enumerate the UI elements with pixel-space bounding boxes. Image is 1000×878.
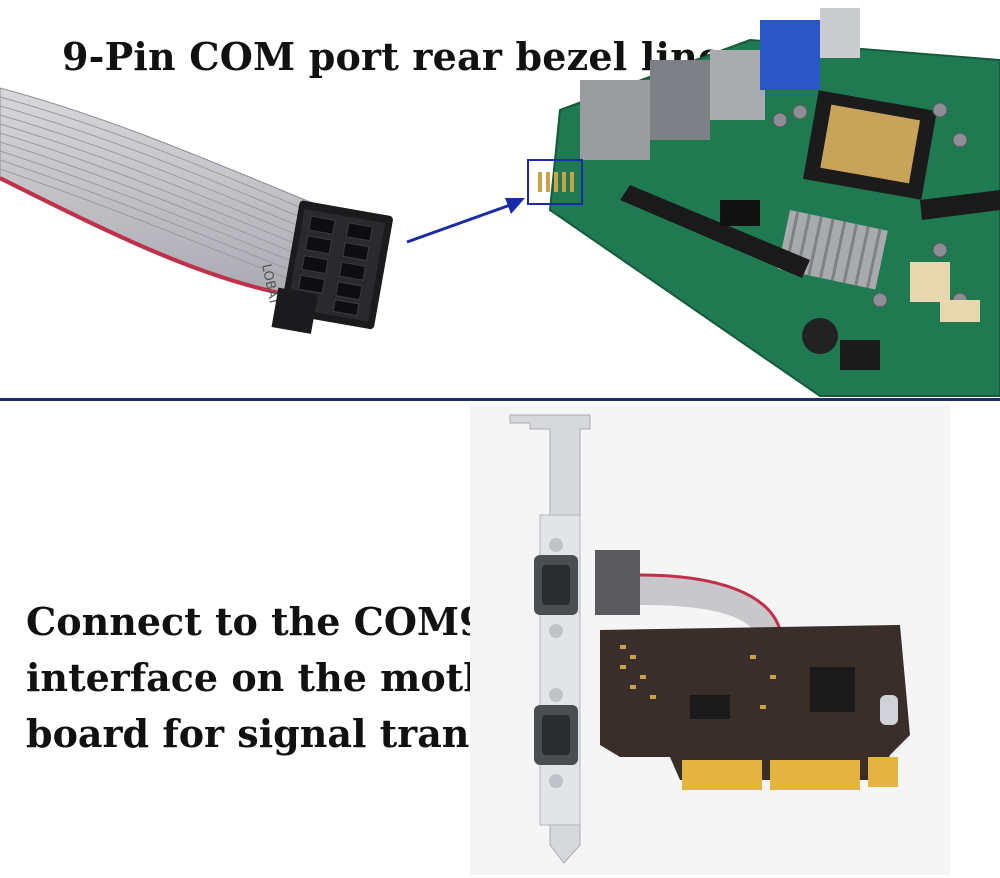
pointer-arrow-icon — [406, 198, 525, 244]
top-caption: 9-Pin COM port rear bezel line. — [62, 34, 736, 79]
ribbon-cable-icon: LOBAT — [0, 87, 393, 334]
bottom-caption-line-1: Connect to the COM9P — [26, 599, 515, 644]
section-divider — [0, 398, 1000, 401]
bottom-caption-line-2: interface on the mother- — [26, 655, 551, 700]
pci-serial-card-icon — [470, 405, 950, 875]
motherboard-icon — [527, 8, 1000, 397]
